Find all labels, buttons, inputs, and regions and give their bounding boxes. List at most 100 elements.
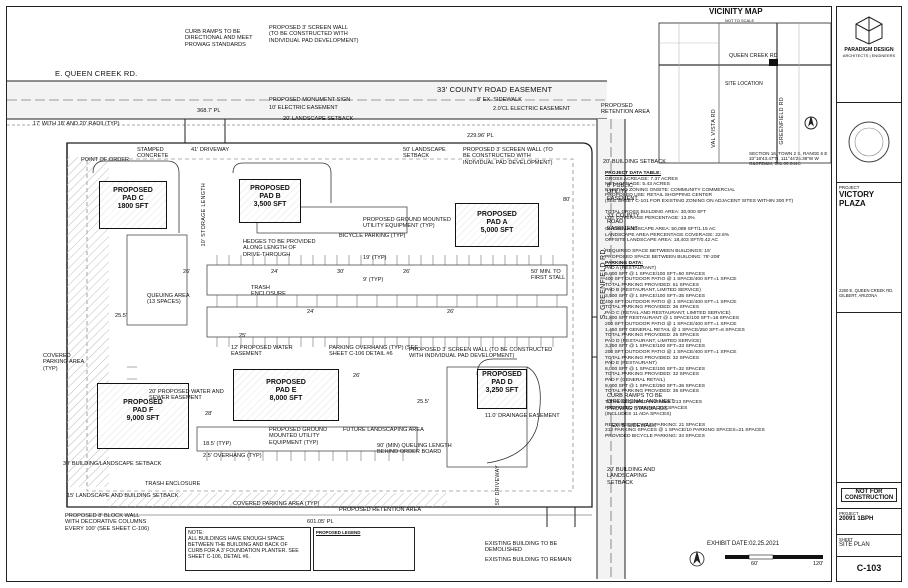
callout-ex-sidewalk-right: EX. 8' SIDEWALK <box>611 423 657 429</box>
vicinity-map: VICINITY MAP NOT TO SCALE QUEEN CREEK RD… <box>659 7 831 163</box>
project-cell: PROJECT VICTORY PLAZA 2260 E. QUEEN CREE… <box>837 183 901 313</box>
parking-data-line: PROPOSED PARKING: 213 SPACES <box>605 405 688 411</box>
project-data-line: REQUIRED SPACE BETWEEN BUILDINGS: 15' <box>605 249 711 255</box>
dim-stall-9: 9' (TYP) <box>363 277 384 283</box>
parking-data-line: 1,800 SFT RESTAURANT @ 1 SPACE/100 SFT=1… <box>605 316 740 322</box>
dim-80: 80' <box>563 197 571 203</box>
vicinity-road-greenfield: GREENFIELD RD <box>779 97 785 145</box>
parking-data-line: 212 PARKING SPACES @ 1 SPACE/10 PARKING … <box>605 428 765 434</box>
callout-covered-parking-1: COVERED PARKING AREA (TYP) <box>43 353 85 372</box>
callout-ex-sidewalk: 8' EX. SIDEWALK <box>477 97 523 103</box>
project-number-label: PROJECT <box>839 511 859 516</box>
parking-data-header: PARKING DATA: <box>605 260 644 266</box>
callout-screen-wall-top: PROPOSED 3' SCREEN WALL (TO BE CONSTRUCT… <box>269 25 359 44</box>
callout-monument-sign: PROPOSED MONUMENT SIGN <box>269 97 351 103</box>
callout-retention-bottom: PROPOSED RETENTION AREA <box>339 507 422 513</box>
project-data-line: (SEE SHEET C-101 FOR EXISTING ZONING ON … <box>605 198 794 204</box>
parking-data-line: 200 SFT OUTDOOR PATIO @ 1 SPACE/400 SFT=… <box>605 322 737 328</box>
dim-pl-top: 368.7' PL <box>197 108 221 114</box>
callout-curb-ramps-bottom: CURB RAMPS TO BE DIRECTIONAL AND MEET PR… <box>607 393 675 412</box>
project-data-header: PROJECT DATA TABLE: <box>605 171 662 176</box>
dim-aisle-2: 26' <box>447 309 455 315</box>
dim-pl-bottom: 601.05' PL <box>307 519 334 525</box>
dim-pl-right: 229.96' PL <box>467 133 494 139</box>
dim-aisle-6: 26' <box>183 269 191 275</box>
not-for-construction-cell: NOT FOR CONSTRUCTION <box>837 483 901 509</box>
vicinity-map-title: VICINITY MAP <box>709 7 763 16</box>
callout-landscape-setback-top: 20' LANDSCAPE SETBACK <box>283 116 354 122</box>
engineer-seal-icon <box>848 121 890 163</box>
callout-public-utility-easement: 8' PUBLIC UTILITY EASEMENT <box>607 183 638 202</box>
callout-covered-parking-2: COVERED PARKING AREA (TYP) <box>233 501 320 507</box>
project-data-line: GROSS ACREAGE: 7.37 ACRES <box>605 176 678 182</box>
dim-25-5-mid: 25.5' <box>417 399 429 405</box>
project-data-line: LOT COVERAGE PERCENTAGE: 13.0% <box>605 215 695 221</box>
parking-data-line: TOTAL PARKING PROVIDED: 36 SPACES <box>605 305 700 311</box>
sheet-title: SITE PLAN <box>839 542 870 548</box>
callout-trash-enclosure-1: TRASH ENCLOSURE <box>251 285 286 298</box>
sheet-number: C-103 <box>856 563 882 573</box>
parking-data-line: PAD C (RETAIL AND RESTAURANT, LIMITED SE… <box>605 310 731 316</box>
callout-drainage-easement: 11.0' DRAINAGE EASEMENT <box>485 413 560 419</box>
project-name: VICTORY PLAZA <box>839 190 875 208</box>
scale-label-60: 60' <box>751 561 759 567</box>
sheet-label: SHEET <box>839 537 853 542</box>
dim-overhang: 2.5' OVERHANG (TYP) <box>203 453 262 459</box>
parking-data-line: (INCLUDES 11 ADA SPACES) <box>605 411 672 417</box>
vicinity-site-location: SITE LOCATION <box>725 81 763 87</box>
callout-screen-wall-mid: PROPOSED 3' SCREEN WALL (TO BE CONSTRUCT… <box>463 147 553 166</box>
dim-25-5-left: 25.5' <box>115 313 127 319</box>
parking-data-line: 1,450 SFT GENERAL RETAIL @ 1 SPACE/250 S… <box>605 327 745 333</box>
project-label: PROJECT <box>839 185 860 190</box>
dim-26-bottom: 26' <box>353 373 361 379</box>
callout-curb-ramps-top: CURB RAMPS TO BE DIRECTIONAL AND MEET PR… <box>185 29 253 48</box>
dim-18-5: 18.5' (TYP) <box>203 441 232 447</box>
dim-25: 25' <box>239 333 247 339</box>
pad-b-building <box>239 179 301 223</box>
vicinity-road-queen-creek: QUEEN CREEK RD <box>729 53 778 59</box>
firm-logo-icon <box>855 16 883 45</box>
project-data-line: EXISTING ZONING ONSITE: COMMUNITY COMMER… <box>605 187 736 193</box>
callout-hedges: HEDGES TO BE PROVIDED ALONG LENGTH OF DR… <box>243 239 316 258</box>
dim-storage-length: 10' STORAGE LENGTH <box>201 183 207 247</box>
dim-stall-19: 19' (TYP) <box>363 255 387 261</box>
callout-utility-equipment-1: PROPOSED GROUND MOUNTED UTILITY EQUIPMEN… <box>363 217 451 230</box>
queen-creek-road-label: E. QUEEN CREEK RD. <box>55 69 138 78</box>
sheet-number-cell: C-103 <box>837 557 901 581</box>
pad-c-building <box>99 181 167 229</box>
parking-data-line: TOTAL PARKING PROVIDED: 32 SPACES <box>605 355 700 361</box>
parking-data-line: PAD A (RESTAURANT) <box>605 266 657 272</box>
legend-title: PROPOSED LEGEND <box>316 530 361 535</box>
county-road-easement-label: 33' COUNTY ROAD EASEMENT <box>437 85 553 94</box>
project-data-line: PROPOSED SPACE BETWEEN BUILDING: 78'-208… <box>605 254 721 260</box>
callout-demolish: EXISTING BUILDING TO BE DEMOLISHED <box>485 541 558 554</box>
project-number-cell: PROJECT 20091 1BPH <box>837 509 901 535</box>
sheet-title-cell: SHEET SITE PLAN <box>837 535 901 557</box>
parking-data-line: 3,500 SFT @ 1 SPACE/100 SFT=35 SPACES <box>605 294 705 300</box>
callout-point-of-order-1: POINT OF ORDER <box>81 157 130 163</box>
project-data-table: PROJECT DATA TABLE: GROSS ACREAGE: 7.37 … <box>605 171 837 440</box>
callout-block-wall: PROPOSED 8' BLOCK WALL WITH DECORATIVE C… <box>65 513 150 532</box>
parking-data-line: PAD F (GENERAL RETAIL) <box>605 377 665 383</box>
callout-building-remain: EXISTING BUILDING TO REMAIN <box>485 557 572 563</box>
general-note: NOTE: ALL BUILDINGS HAVE ENOUGH SPACE BE… <box>185 527 311 571</box>
parking-data-line: PAD B (RESTAURANT, LIMITED SERVICE) <box>605 288 701 294</box>
parking-data-line: 8,000 SFT @ 1 SPACE/100 SFT=32 SPACES <box>605 366 705 372</box>
parking-data-line: TOTAL PARKING PROVIDED: 32 SPACES <box>605 372 700 378</box>
parking-data-line: 9,000 SFT @ 1 SPACE/250 SFT=36 SPACES <box>605 383 705 389</box>
callout-building-setback-20: 20' BUILDING SETBACK <box>603 159 666 165</box>
project-data-line: OFFSITE LANDSCAPE AREA: 18,403 SFT/0.42 … <box>605 238 719 244</box>
vicinity-map-graphic <box>659 23 831 163</box>
callout-county-road-easement-right: 33' COUNTY ROAD EASEMENT <box>607 213 640 232</box>
project-data-line: ONSITE LANDSCAPE AREA: 50,089 SFT/1.15 A… <box>605 226 716 232</box>
dim-28: 28' <box>205 411 213 417</box>
parking-data-lines: PAD A (RESTAURANT)5,000 SFT @ 1 SPACE/10… <box>605 266 837 439</box>
callout-driveway-50: 50' DRIVEWAY <box>495 465 501 506</box>
revisions-cell <box>837 313 901 483</box>
